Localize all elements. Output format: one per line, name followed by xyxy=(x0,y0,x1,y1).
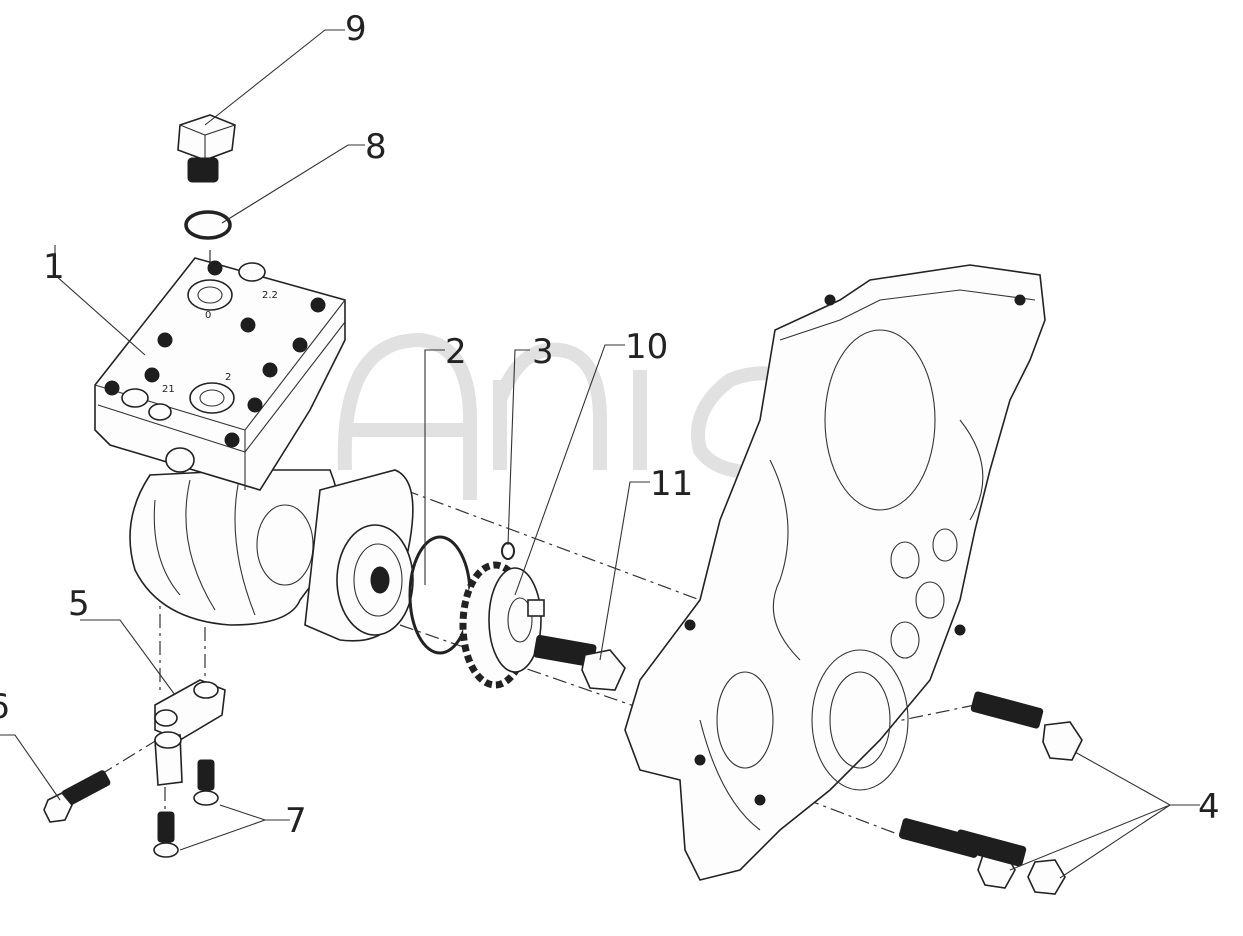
seal-ring xyxy=(184,210,232,240)
callout-7: 7 xyxy=(285,801,307,841)
leader-lines xyxy=(0,29,1200,879)
small-seal-ring xyxy=(501,542,515,560)
bracket-screws xyxy=(153,759,219,858)
callout-5: 5 xyxy=(68,584,90,624)
support-bracket xyxy=(154,679,226,786)
callout-8: 8 xyxy=(365,127,387,167)
callout-9: 9 xyxy=(345,9,367,49)
callout-3: 3 xyxy=(532,332,554,372)
port-label-21: 21 xyxy=(162,384,175,395)
callout-numbers: 9 8 1 2 3 10 11 5 6 7 4 xyxy=(0,9,1220,841)
callout-6: 6 xyxy=(0,687,10,727)
mounting-bolts xyxy=(898,691,1083,895)
port-label-2: 2 xyxy=(225,372,231,383)
callout-11: 11 xyxy=(650,464,693,504)
plug-bolt xyxy=(177,114,236,183)
bracket-bolt xyxy=(43,770,111,823)
port-label-0: 0 xyxy=(205,310,211,321)
air-compressor: 0 2 21 2.2 xyxy=(94,257,414,642)
callout-4: 4 xyxy=(1198,787,1220,827)
callout-10: 10 xyxy=(625,327,668,367)
gear-bolt xyxy=(533,634,626,691)
timing-cover-housing xyxy=(624,264,1046,881)
drive-gear xyxy=(459,561,545,689)
callout-1: 1 xyxy=(43,247,65,287)
port-label-22: 2.2 xyxy=(262,290,278,301)
callout-2: 2 xyxy=(445,332,467,372)
